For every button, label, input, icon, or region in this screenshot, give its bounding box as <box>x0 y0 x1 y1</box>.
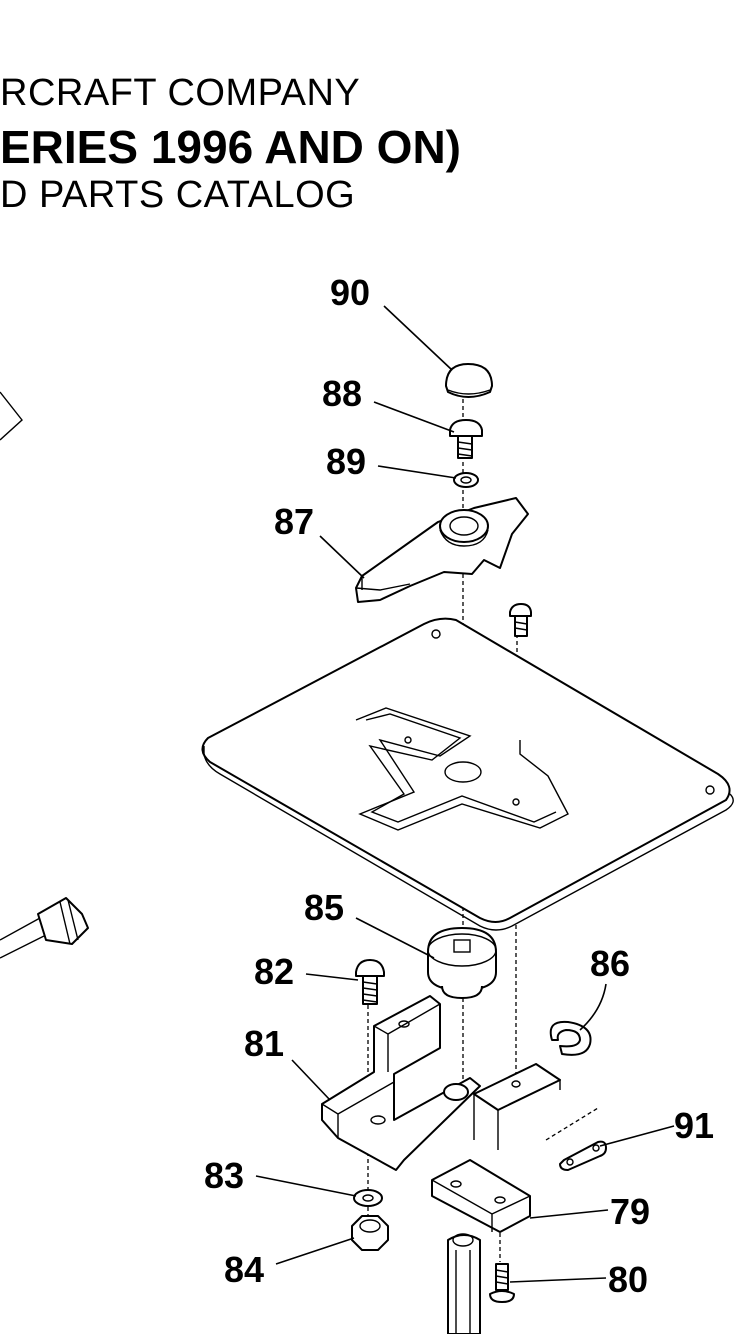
part-plate-screw <box>509 603 532 637</box>
part-bracket <box>321 995 561 1171</box>
partial-left-cable-fitting <box>0 897 89 959</box>
part-cap <box>445 363 493 398</box>
callout-79: 79 <box>610 1191 650 1232</box>
header-company-line: RCRAFT COMPANY <box>0 72 361 114</box>
callout-80: 80 <box>608 1259 648 1300</box>
part-screw-top <box>449 419 483 459</box>
part-bushing <box>427 927 497 999</box>
leader-lines <box>255 305 675 1283</box>
callout-85: 85 <box>304 887 344 928</box>
part-shaft <box>447 1233 481 1334</box>
part-mounting-plate <box>201 617 734 931</box>
part-lock-washer <box>453 472 479 488</box>
partial-left-bracket <box>0 391 23 441</box>
callout-84: 84 <box>224 1249 264 1290</box>
callout-89: 89 <box>326 441 366 482</box>
part-block <box>431 1159 531 1233</box>
part-hex-nut <box>351 1215 389 1251</box>
callout-88: 88 <box>322 373 362 414</box>
part-control-lever <box>355 497 529 603</box>
header-series-line: ERIES 1996 AND ON) <box>0 121 461 173</box>
header-catalog-line: D PARTS CATALOG <box>0 176 356 212</box>
callout-81: 81 <box>244 1023 284 1064</box>
part-flat-washer <box>353 1189 383 1207</box>
callout-86: 86 <box>590 943 630 984</box>
part-bolt <box>355 959 385 1005</box>
callout-83: 83 <box>204 1155 244 1196</box>
part-bottom-screw <box>489 1263 515 1303</box>
callout-87: 87 <box>274 501 314 542</box>
callout-91: 91 <box>674 1105 714 1146</box>
callout-82: 82 <box>254 951 294 992</box>
part-link <box>559 1140 607 1171</box>
part-retaining-ring <box>549 1020 592 1056</box>
callout-90: 90 <box>330 272 370 313</box>
